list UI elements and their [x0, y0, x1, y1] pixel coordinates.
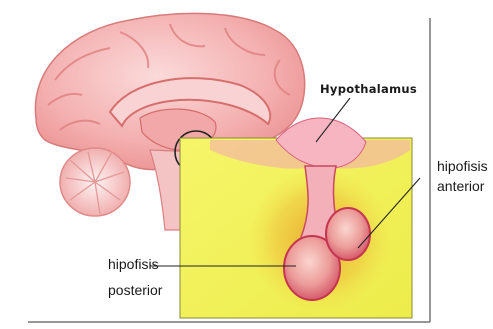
- label-hypothalamus: Hypothalamus: [320, 82, 417, 96]
- label-anterior-line2: anterior: [437, 178, 484, 194]
- pituitary-inset: [180, 118, 412, 318]
- label-posterior-line2: posterior: [108, 282, 162, 298]
- label-posterior-line1: hipofisis: [108, 256, 159, 272]
- label-anterior-line1: hipofisis: [437, 158, 488, 174]
